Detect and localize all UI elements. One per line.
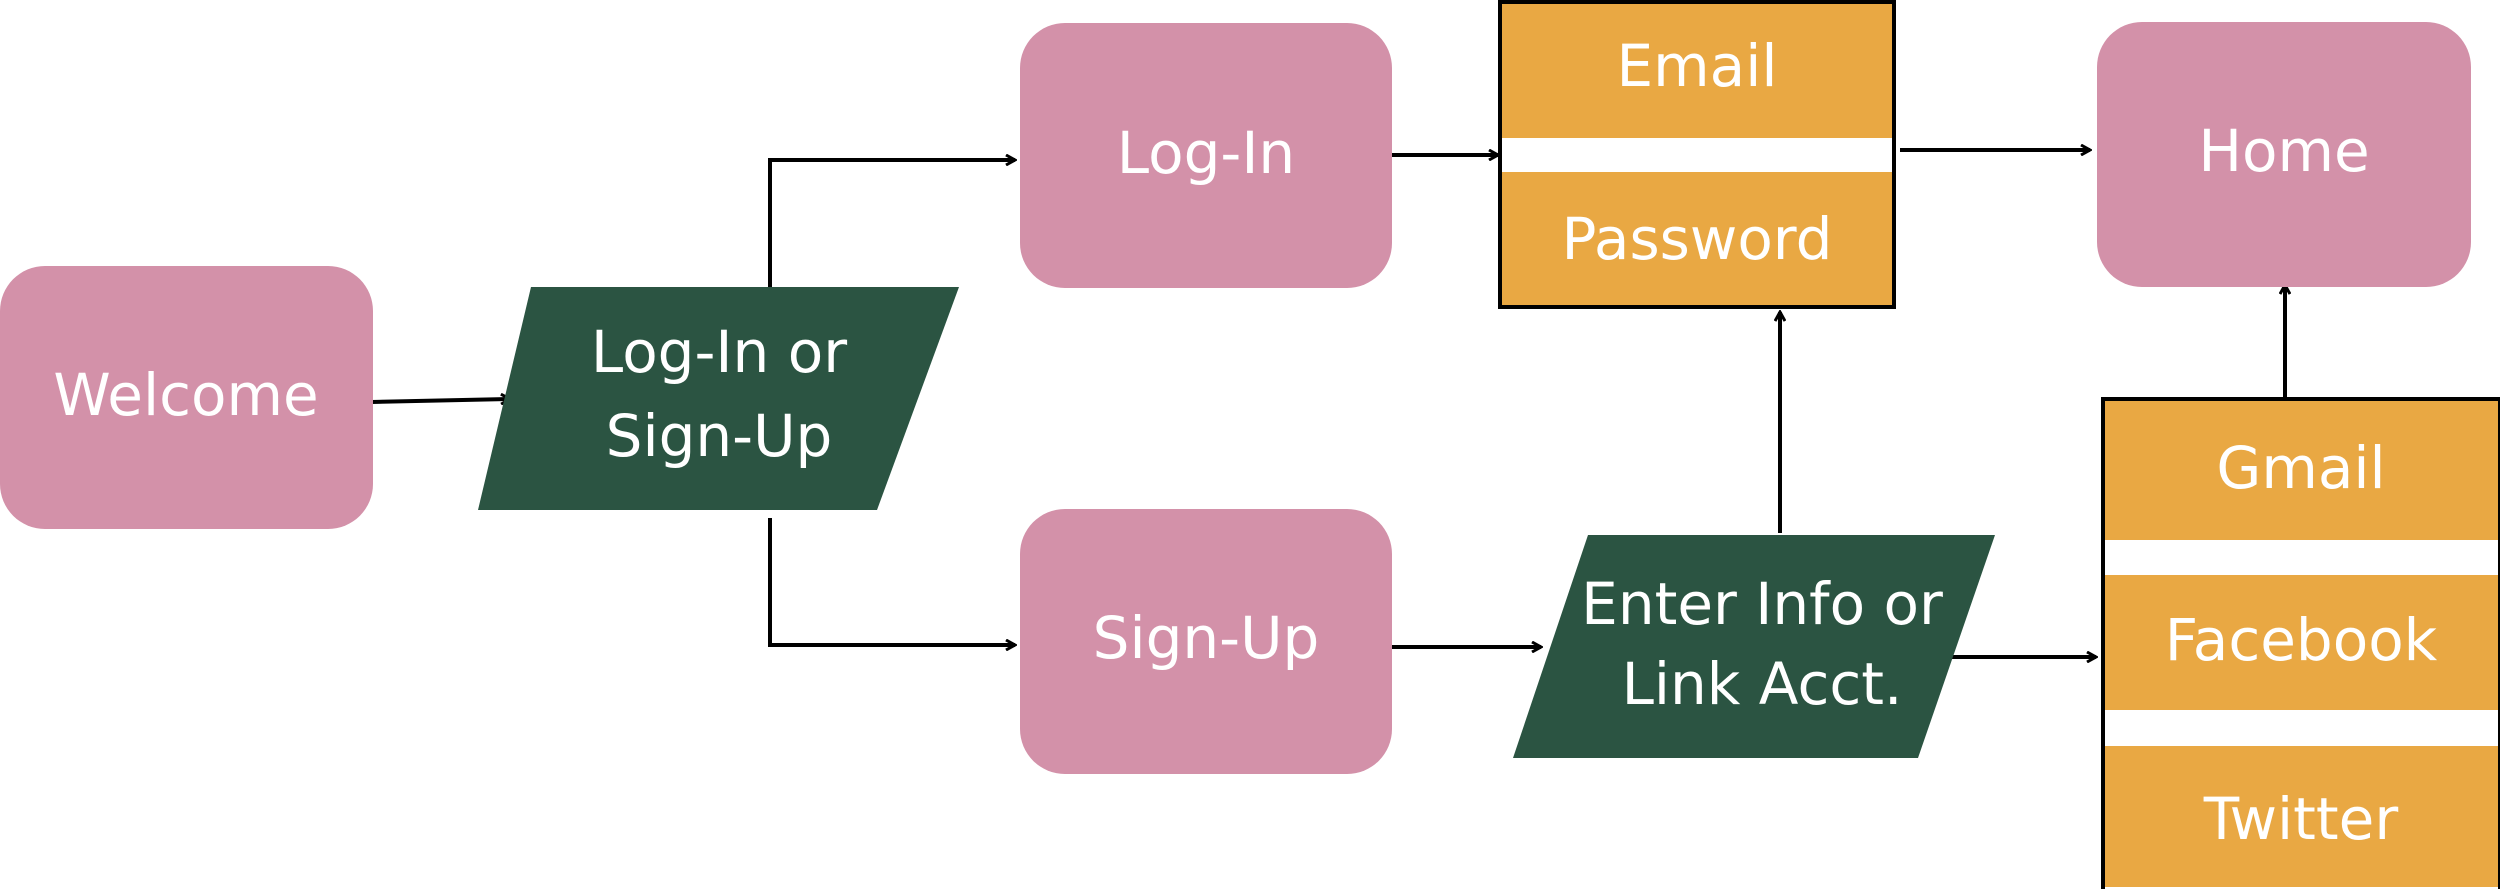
- welcome-box: [0, 266, 373, 529]
- twitter-label: Twitter: [2203, 785, 2399, 853]
- email-label: Email: [1617, 32, 1778, 100]
- home-box: [2097, 22, 2471, 287]
- node-welcome: Welcome: [0, 266, 373, 529]
- signup-box: [1020, 509, 1392, 774]
- node-enter-info: Enter Info or Link Acct.: [1513, 535, 1995, 758]
- node-home: Home: [2097, 22, 2471, 287]
- edge-welcome-to-decision: [371, 399, 510, 402]
- password-field: [1502, 172, 1892, 305]
- edge-decision-to-signup: [768, 518, 1015, 645]
- login-or-signup-shape: [478, 287, 959, 510]
- node-social-accounts: Gmail Facebook Twitter: [2101, 397, 2500, 889]
- welcome-label: Welcome: [53, 361, 318, 429]
- edge-decision-to-login: [768, 160, 1015, 287]
- login-box: [1020, 23, 1392, 288]
- enter-info-label-line1: Enter Info or: [1581, 570, 1943, 638]
- enter-info-shape: [1513, 535, 1995, 758]
- node-signup: Sign-Up: [1020, 509, 1392, 774]
- facebook-field: [2105, 575, 2498, 710]
- signup-label: Sign-Up: [1093, 604, 1320, 672]
- facebook-label: Facebook: [2165, 606, 2438, 674]
- gmail-label: Gmail: [2216, 434, 2385, 502]
- gmail-field: [2105, 401, 2498, 540]
- enter-info-label-line2: Link Acct.: [1622, 650, 1903, 718]
- password-label: Password: [1562, 205, 1833, 273]
- email-field: [1502, 4, 1892, 138]
- login-label: Log-In: [1117, 119, 1295, 187]
- login-or-signup-label-line2: Sign-Up: [606, 402, 833, 470]
- home-label: Home: [2198, 117, 2369, 185]
- login-or-signup-label-line1: Log-In or: [591, 318, 847, 386]
- node-login: Log-In: [1020, 23, 1392, 288]
- node-login-or-signup: Log-In or Sign-Up: [478, 287, 959, 510]
- twitter-field: [2105, 746, 2498, 887]
- node-credentials: Email Password: [1498, 0, 1896, 309]
